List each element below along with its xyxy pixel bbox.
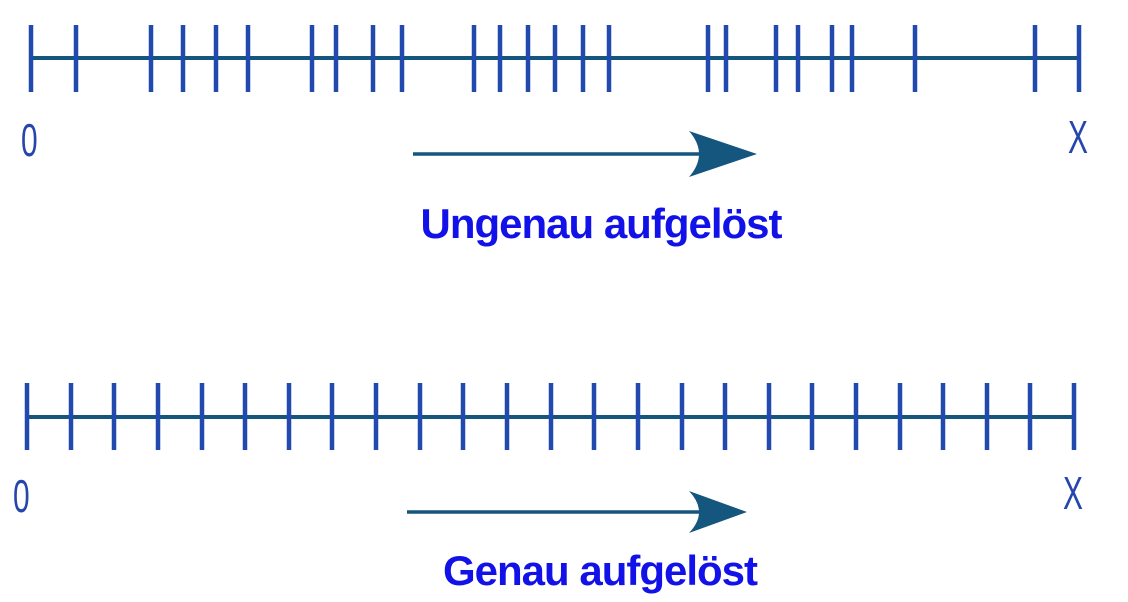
- top-line-end-label: X: [1068, 111, 1088, 163]
- number-line-fine: [24, 383, 1077, 533]
- top-line-caption: Ungenau aufgelöst: [420, 200, 782, 247]
- direction-arrow-head: [689, 131, 757, 177]
- bottom-line-origin-label: 0: [13, 470, 30, 522]
- top-line-origin-label: 0: [21, 114, 38, 166]
- bottom-line-end-label: X: [1063, 467, 1083, 519]
- bottom-line-caption: Genau aufgelöst: [442, 547, 758, 594]
- number-line-coarse: [28, 25, 1082, 177]
- direction-arrow-head: [689, 491, 747, 533]
